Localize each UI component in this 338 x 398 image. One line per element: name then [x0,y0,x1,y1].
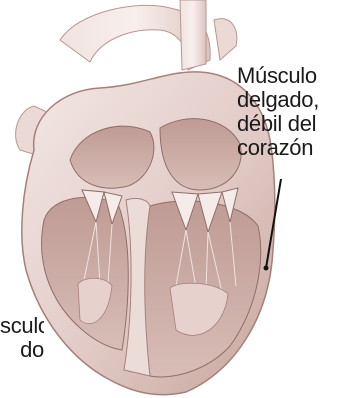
left-muscle-label-cropped: sculo do [0,314,44,362]
thin-weak-muscle-label: Músculo delgado, débil del corazón [237,64,319,160]
label-pointer-dot [264,266,269,271]
